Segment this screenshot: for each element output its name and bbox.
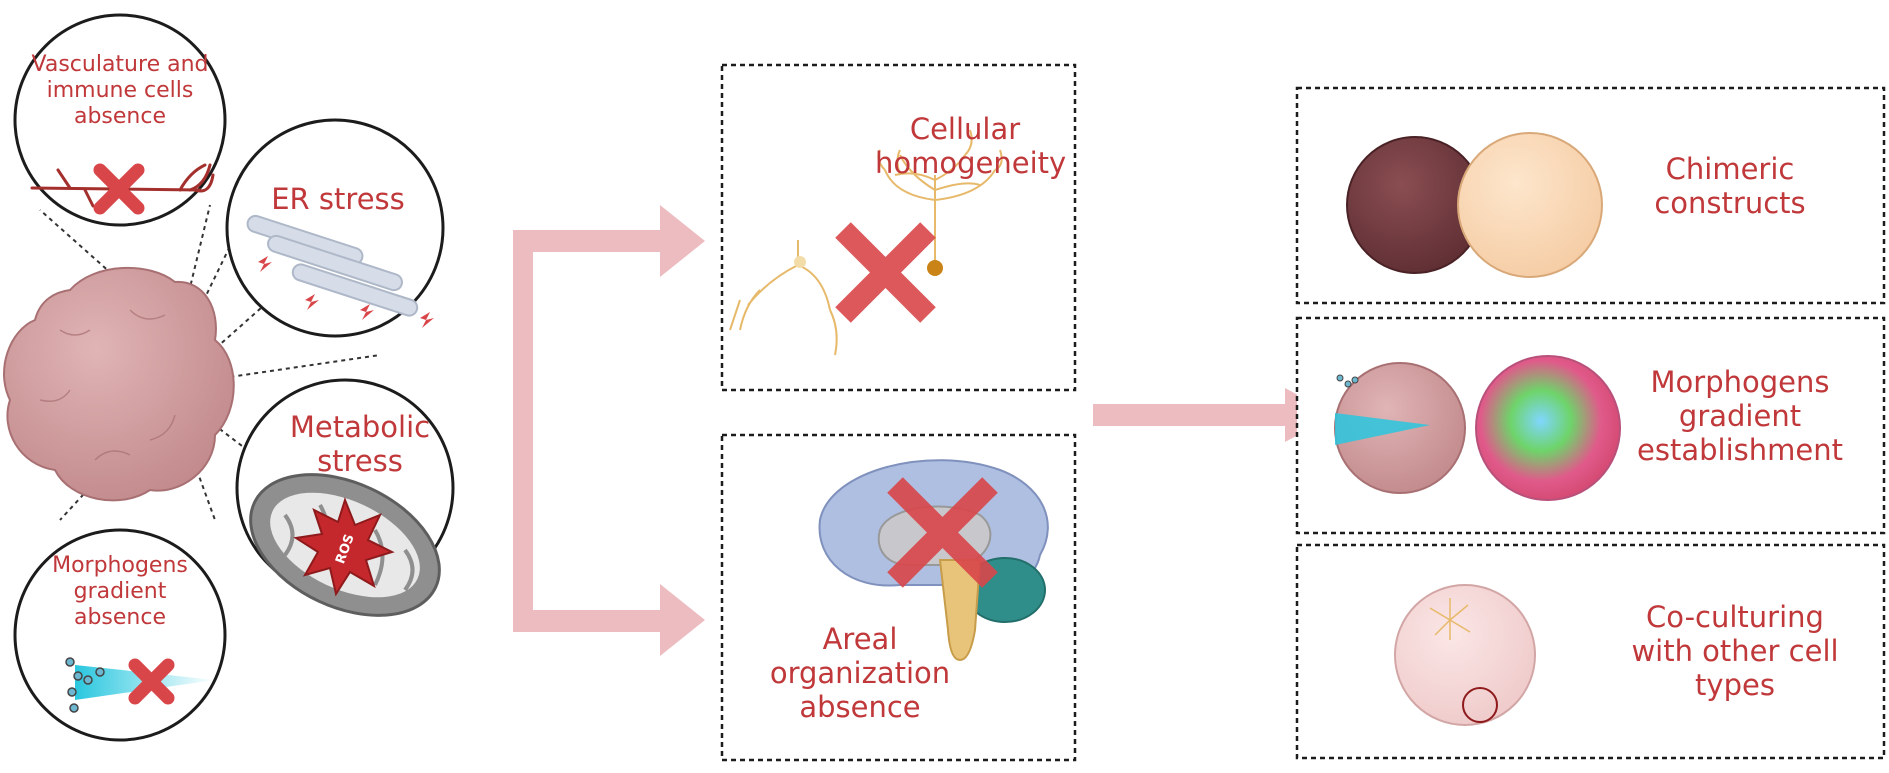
endoplasmic-reticulum-icon <box>246 214 419 317</box>
metabolic-stress-panel: ROS <box>235 378 455 617</box>
highlight-ring-icon <box>1462 687 1498 723</box>
areal-organization-box <box>720 433 1077 762</box>
chimeric-box <box>1295 86 1886 305</box>
coculturing-label: Co-culturing with other cell types <box>1631 600 1839 703</box>
cross-icon-morphogens <box>128 658 175 705</box>
vasculature-panel <box>13 13 227 227</box>
morphogens-gradient-box <box>1295 316 1886 535</box>
small-molecule-icon <box>1336 374 1359 388</box>
arrow-to-issues <box>513 205 705 656</box>
coculture-organoid-icon <box>1394 584 1536 726</box>
morphogens-absence-panel <box>13 528 227 742</box>
neuron-soma-icon <box>927 260 943 276</box>
ros-burst-icon <box>293 497 395 597</box>
molecule-icon <box>65 657 105 713</box>
vasculature-label: Vasculature and immune cells absence <box>31 52 209 129</box>
chimeric-label: Chimeric constructs <box>1654 152 1806 221</box>
neuron-icon <box>729 129 1003 356</box>
morphogens-absence-label: Morphogens gradient absence <box>52 553 188 630</box>
organoid-folds <box>39 309 176 461</box>
cross-icon-vasculature <box>93 163 145 215</box>
cross-icon-homogeneity <box>835 222 936 323</box>
gradient-beam-icon <box>1335 413 1430 445</box>
neuron-soma-icon-2 <box>794 256 806 268</box>
cellular-homogeneity-label: Cellular homogeneity <box>875 112 1067 181</box>
metabolic-stress-label: Metabolic stress <box>289 410 431 479</box>
gradient-organoid-icon <box>1475 355 1621 501</box>
cellular-homogeneity-box <box>720 63 1077 392</box>
microglia-icon <box>1429 598 1471 640</box>
light-organoid-icon <box>1457 132 1603 278</box>
brain-organoid <box>3 266 235 502</box>
er-stress-label: ER stress <box>271 182 405 216</box>
cross-icon-areal <box>887 477 998 588</box>
morphogens-gradient-label: Morphogens gradient establishment <box>1637 365 1843 468</box>
coculturing-box <box>1295 543 1886 760</box>
stress-bolt-icons <box>258 256 434 328</box>
areal-organization-label: Areal organization absence <box>769 622 951 725</box>
er-stress-panel <box>225 118 445 338</box>
